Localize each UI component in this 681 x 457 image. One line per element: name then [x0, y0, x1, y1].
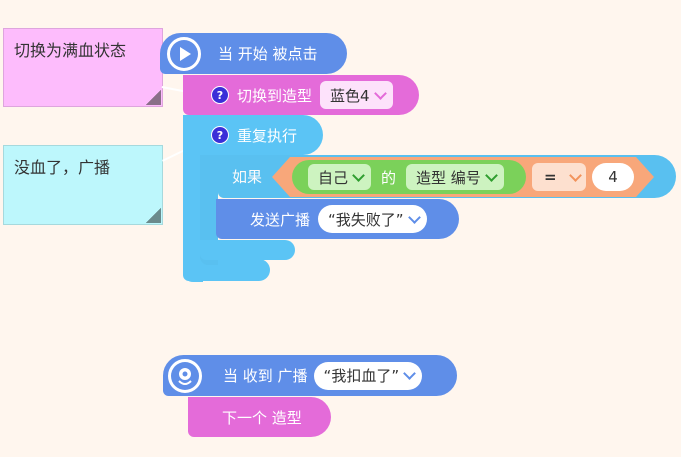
chevron-down-icon — [484, 168, 498, 182]
costume-dropdown[interactable]: 蓝色4 — [320, 81, 393, 109]
comment-resize-handle[interactable] — [146, 90, 161, 105]
switch-costume-block[interactable]: ? 切换到造型 蓝色4 — [183, 75, 419, 115]
if-block-footer[interactable] — [200, 240, 295, 260]
chevron-down-icon — [352, 168, 365, 182]
comment-text: 没血了，广播 — [14, 158, 111, 177]
receive-message-dropdown[interactable]: “我扣血了” — [313, 361, 423, 390]
receive-label: 当 收到 广播 — [223, 367, 308, 385]
hat-label: 当 开始 被点击 — [218, 45, 318, 63]
of-label: 的 — [381, 168, 397, 187]
next-costume-label: 下一个 造型 — [222, 408, 302, 427]
question-icon[interactable]: ? — [211, 126, 229, 144]
broadcast-receive-icon — [166, 357, 204, 395]
chevron-down-icon — [403, 367, 416, 380]
broadcast-label: 发送广播 — [250, 210, 311, 229]
repeat-label: 重复执行 — [237, 126, 298, 145]
next-costume-block[interactable]: 下一个 造型 — [188, 397, 331, 437]
when-receive-broadcast-hat-block[interactable]: 当 收到 广播 “我扣血了” — [163, 355, 457, 396]
broadcast-message-dropdown[interactable]: “我失败了” — [318, 205, 427, 233]
comment-note-full-health[interactable]: 切换为满血状态 — [3, 28, 163, 107]
switch-costume-label: 切换到造型 — [237, 86, 313, 105]
sensing-property-block[interactable]: 自己 的 造型 编号 — [292, 160, 526, 194]
comment-resize-handle[interactable] — [146, 208, 161, 223]
operator-dropdown[interactable]: = — [532, 163, 586, 191]
chevron-down-icon — [373, 86, 387, 100]
comment-text: 切换为满血状态 — [14, 41, 127, 60]
property-dropdown[interactable]: 造型 编号 — [406, 164, 504, 190]
repeat-block-footer[interactable] — [183, 259, 270, 281]
if-block-frame[interactable] — [200, 155, 218, 265]
chevron-down-icon — [407, 210, 421, 224]
repeat-block-frame[interactable] — [183, 115, 203, 282]
compare-value-input[interactable]: 4 — [592, 163, 634, 191]
sprite-dropdown[interactable]: 自己 — [308, 164, 372, 190]
repeat-forever-block[interactable]: ? 重复执行 — [183, 115, 323, 155]
broadcast-block[interactable]: 发送广播 “我失败了” — [216, 199, 459, 239]
chevron-down-icon — [568, 168, 582, 182]
question-icon[interactable]: ? — [211, 86, 229, 104]
comment-note-no-health[interactable]: 没血了，广播 — [3, 145, 163, 225]
if-label: 如果 — [232, 168, 263, 186]
play-icon — [165, 35, 203, 73]
